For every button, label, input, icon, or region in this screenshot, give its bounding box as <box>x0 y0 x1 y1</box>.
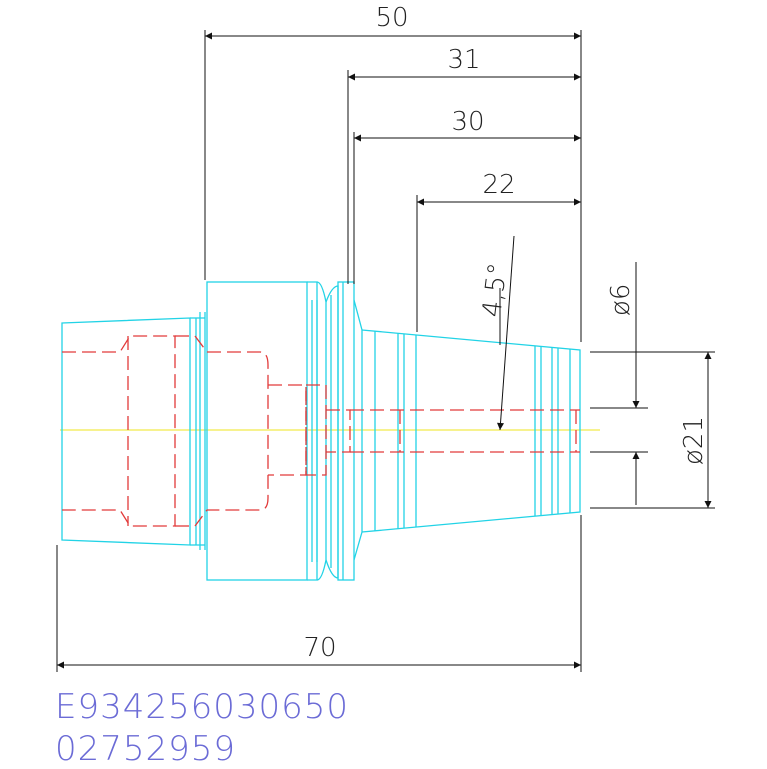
diameter-6-label: ø6 <box>606 284 636 316</box>
dim-50-label: 50 <box>375 3 408 33</box>
dim-70-label: 70 <box>303 633 336 663</box>
hidden-lines <box>62 335 580 527</box>
dim-22-label: 22 <box>482 170 515 200</box>
part-code-primary: E934256030650 <box>55 687 350 727</box>
part-code-secondary: 02752959 <box>55 729 237 769</box>
diameter-21-label: ø21 <box>679 416 709 465</box>
dim-31-label: 31 <box>447 45 480 75</box>
dim-30-label: 30 <box>451 107 484 137</box>
dimension-lines <box>56 30 715 672</box>
part-outline <box>61 281 581 581</box>
angle-label: 4,5° <box>477 261 513 319</box>
